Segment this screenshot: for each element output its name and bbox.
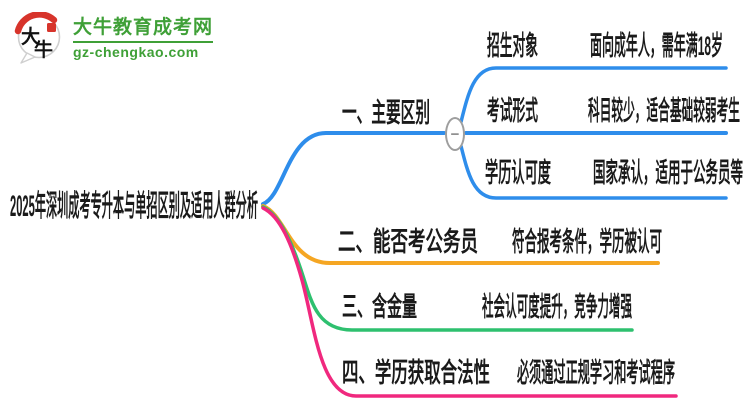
branch1-child2-label[interactable]: 考试形式 bbox=[487, 96, 538, 126]
branch3-value[interactable]: 社会认可度提升，竞争力增强 bbox=[482, 291, 632, 322]
connector-branch1-child3 bbox=[459, 144, 728, 200]
connector-branch1-child1 bbox=[459, 66, 728, 124]
connector-branch4 bbox=[261, 206, 678, 398]
branch1-child1-value[interactable]: 面向成年人，需年满18岁 bbox=[590, 30, 723, 61]
logo-char-niu: 牛 bbox=[34, 38, 53, 61]
speech-bubble-logo-icon: 大 牛 bbox=[14, 12, 61, 64]
root-node-label[interactable]: 2025年深圳成考专升本与单招区别及适用人群分析 bbox=[10, 190, 258, 223]
brand-domain: gz-chengkao.com bbox=[73, 43, 199, 60]
brand-divider bbox=[73, 40, 214, 43]
branch1-child3-value[interactable]: 国家承认，适用于公务员等 bbox=[593, 157, 743, 188]
minus-icon: − bbox=[450, 125, 460, 143]
branch4-label[interactable]: 四、学历获取合法性 bbox=[342, 357, 490, 388]
connector-branch1 bbox=[261, 131, 446, 206]
branch1-child3-label[interactable]: 学历认可度 bbox=[485, 157, 551, 188]
branch3-label[interactable]: 三、含金量 bbox=[342, 291, 417, 322]
brand-title: 大牛教育成考网 bbox=[73, 16, 214, 38]
branch2-value[interactable]: 符合报考条件，学历被认可 bbox=[512, 226, 662, 257]
collapse-button[interactable]: − bbox=[445, 117, 465, 151]
branch1-child2-value[interactable]: 科目较少，适合基础较弱考生 bbox=[588, 95, 740, 126]
branch1-label[interactable]: 一、主要区别 bbox=[342, 98, 430, 128]
branch4-value[interactable]: 必须通过正规学习和考试程序 bbox=[517, 357, 675, 388]
site-logo: 大 牛 大牛教育成考网 gz-chengkao.com bbox=[14, 12, 214, 64]
logo-char-da: 大 bbox=[21, 25, 40, 48]
branch1-child1-label[interactable]: 招生对象 bbox=[487, 30, 538, 61]
branch2-label[interactable]: 二、能否考公务员 bbox=[338, 226, 478, 257]
